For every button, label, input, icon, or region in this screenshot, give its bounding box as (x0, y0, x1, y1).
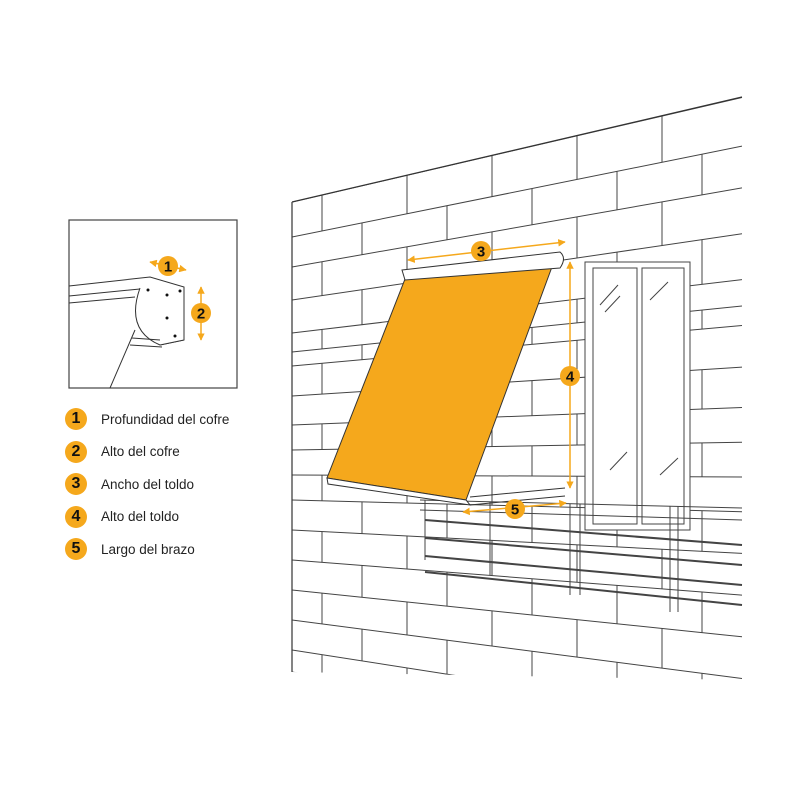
callout-4: 4 (566, 369, 575, 386)
callout-1: 1 (164, 259, 172, 276)
callout-3: 3 (477, 244, 485, 261)
callout-5: 5 (511, 502, 519, 519)
callout-2: 2 (197, 306, 205, 323)
balcony-railing (419, 499, 743, 612)
housing-detail-inset: 1 2 (68, 219, 238, 389)
window (584, 261, 691, 531)
